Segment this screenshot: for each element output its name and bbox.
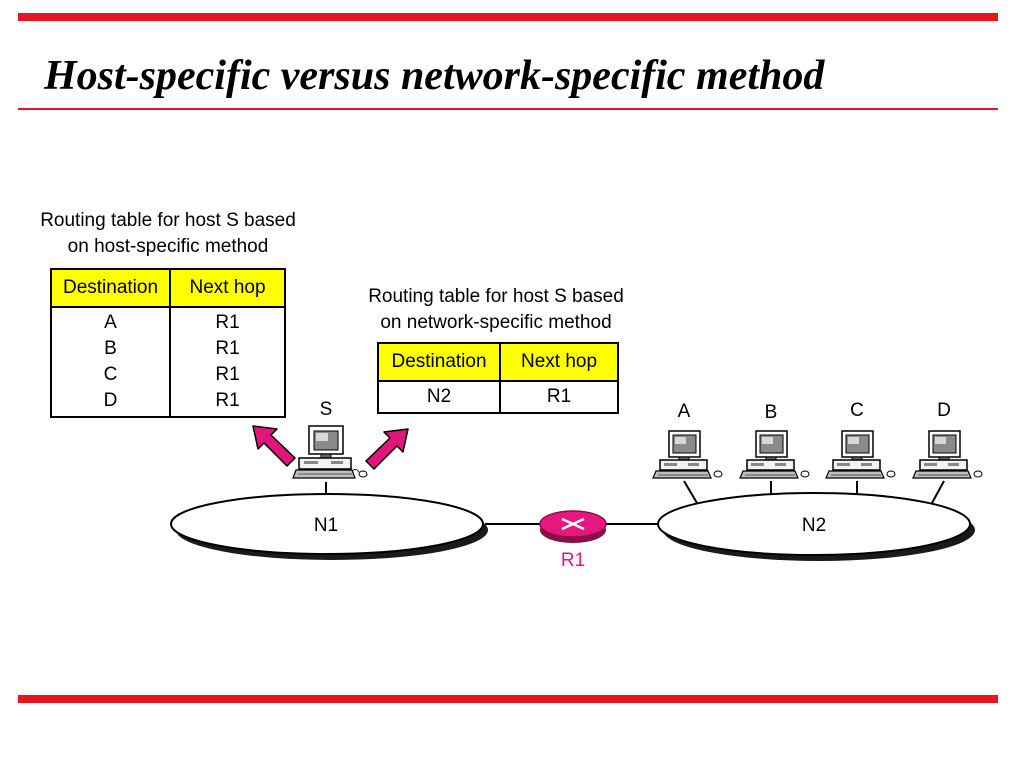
destination-cell: N2 xyxy=(377,381,501,414)
destination-header: Destination xyxy=(50,268,171,308)
computer-icon xyxy=(292,425,368,479)
arrow-to-network-specific-table-icon xyxy=(365,428,409,470)
link-d-n2 xyxy=(931,480,945,504)
table-row: N2 R1 xyxy=(377,381,619,414)
table-row: C R1 xyxy=(50,362,286,388)
host-c-label: C xyxy=(850,400,864,421)
table-row: B R1 xyxy=(50,336,286,362)
top-red-bar xyxy=(18,13,998,21)
arrow-to-host-specific-table-icon xyxy=(252,425,296,467)
host-b-label: B xyxy=(765,402,778,423)
next-hop-header: Next hop xyxy=(169,268,286,308)
router-r1: R1 xyxy=(539,510,607,571)
next-hop-cell: R1 xyxy=(169,307,286,336)
network-specific-caption: Routing table for host S based on networ… xyxy=(346,284,646,336)
host-b: B xyxy=(739,402,810,479)
destination-cell: A xyxy=(50,307,171,336)
link-a-n2 xyxy=(683,480,698,504)
computer-icon xyxy=(912,430,983,479)
destination-header: Destination xyxy=(377,342,501,382)
network-specific-caption-line2: on network-specific method xyxy=(380,312,612,333)
table-header-row: Destination Next hop xyxy=(377,342,619,382)
host-d-label: D xyxy=(937,400,951,421)
table-row: D R1 xyxy=(50,388,286,418)
computer-icon xyxy=(739,430,810,479)
network-specific-caption-line1: Routing table for host S based xyxy=(368,286,624,307)
destination-cell: C xyxy=(50,362,171,388)
host-s: S xyxy=(292,399,368,479)
network-n1-label: N1 xyxy=(314,515,338,536)
destination-cell: D xyxy=(50,388,171,418)
host-a-label: A xyxy=(678,401,691,422)
host-c: C xyxy=(825,400,896,479)
host-specific-caption-line2: on host-specific method xyxy=(67,236,269,257)
host-s-label: S xyxy=(320,399,333,420)
network-specific-routing-table: Destination Next hop N2 R1 xyxy=(377,342,619,414)
computer-icon xyxy=(652,430,723,479)
host-specific-caption: Routing table for host S based on host-s… xyxy=(22,208,314,260)
table-row: A R1 xyxy=(50,307,286,336)
network-n2-label: N2 xyxy=(802,515,826,536)
host-specific-caption-line1: Routing table for host S based xyxy=(40,210,296,231)
computer-icon xyxy=(825,430,896,479)
next-hop-cell: R1 xyxy=(169,388,286,418)
router-cross-icon xyxy=(561,517,585,531)
host-specific-routing-table: Destination Next hop A R1 B R1 C R1 D R1 xyxy=(50,268,286,418)
network-n2: N2 xyxy=(657,492,975,561)
router-r1-label: R1 xyxy=(561,550,585,571)
title-underline xyxy=(18,108,998,110)
next-hop-header: Next hop xyxy=(499,342,619,382)
host-a: A xyxy=(652,401,723,479)
table-header-row: Destination Next hop xyxy=(50,268,286,308)
destination-cell: B xyxy=(50,336,171,362)
bottom-red-bar xyxy=(18,695,998,703)
next-hop-cell: R1 xyxy=(169,336,286,362)
slide-title: Host-specific versus network-specific me… xyxy=(44,53,825,99)
next-hop-cell: R1 xyxy=(169,362,286,388)
next-hop-cell: R1 xyxy=(499,381,619,414)
network-n1: N1 xyxy=(170,493,488,560)
host-d: D xyxy=(912,400,983,479)
